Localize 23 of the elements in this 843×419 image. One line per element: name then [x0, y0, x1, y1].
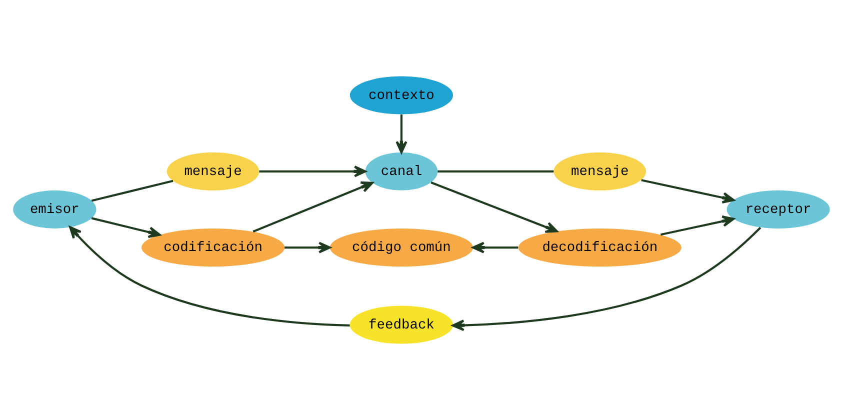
- node-ellipse: mensaje: [554, 152, 646, 190]
- node-ellipse: feedback: [350, 305, 454, 344]
- node-ellipse: contexto: [350, 76, 454, 114]
- arrow: [452, 226, 762, 331]
- node-ellipse: código común: [330, 228, 474, 266]
- node-ellipse: emisor: [13, 190, 96, 228]
- arrow: [252, 180, 374, 232]
- arrow: [69, 226, 350, 326]
- node-ellipse: receptor: [726, 190, 830, 228]
- arrow: [259, 165, 366, 177]
- node-ellipse: codificación: [141, 228, 285, 266]
- node-ellipse: mensaje: [166, 152, 260, 190]
- node-ellipse: canal: [365, 152, 438, 190]
- arrow: [430, 180, 558, 232]
- arrow: [641, 178, 735, 204]
- arrow: [472, 241, 518, 253]
- arrow: [660, 214, 735, 236]
- node-ellipse: decodificación: [518, 228, 682, 266]
- arrow: [284, 241, 331, 253]
- connector: [91, 179, 174, 202]
- arrow: [91, 216, 161, 238]
- arrow: [396, 114, 408, 153]
- connector: [438, 170, 554, 172]
